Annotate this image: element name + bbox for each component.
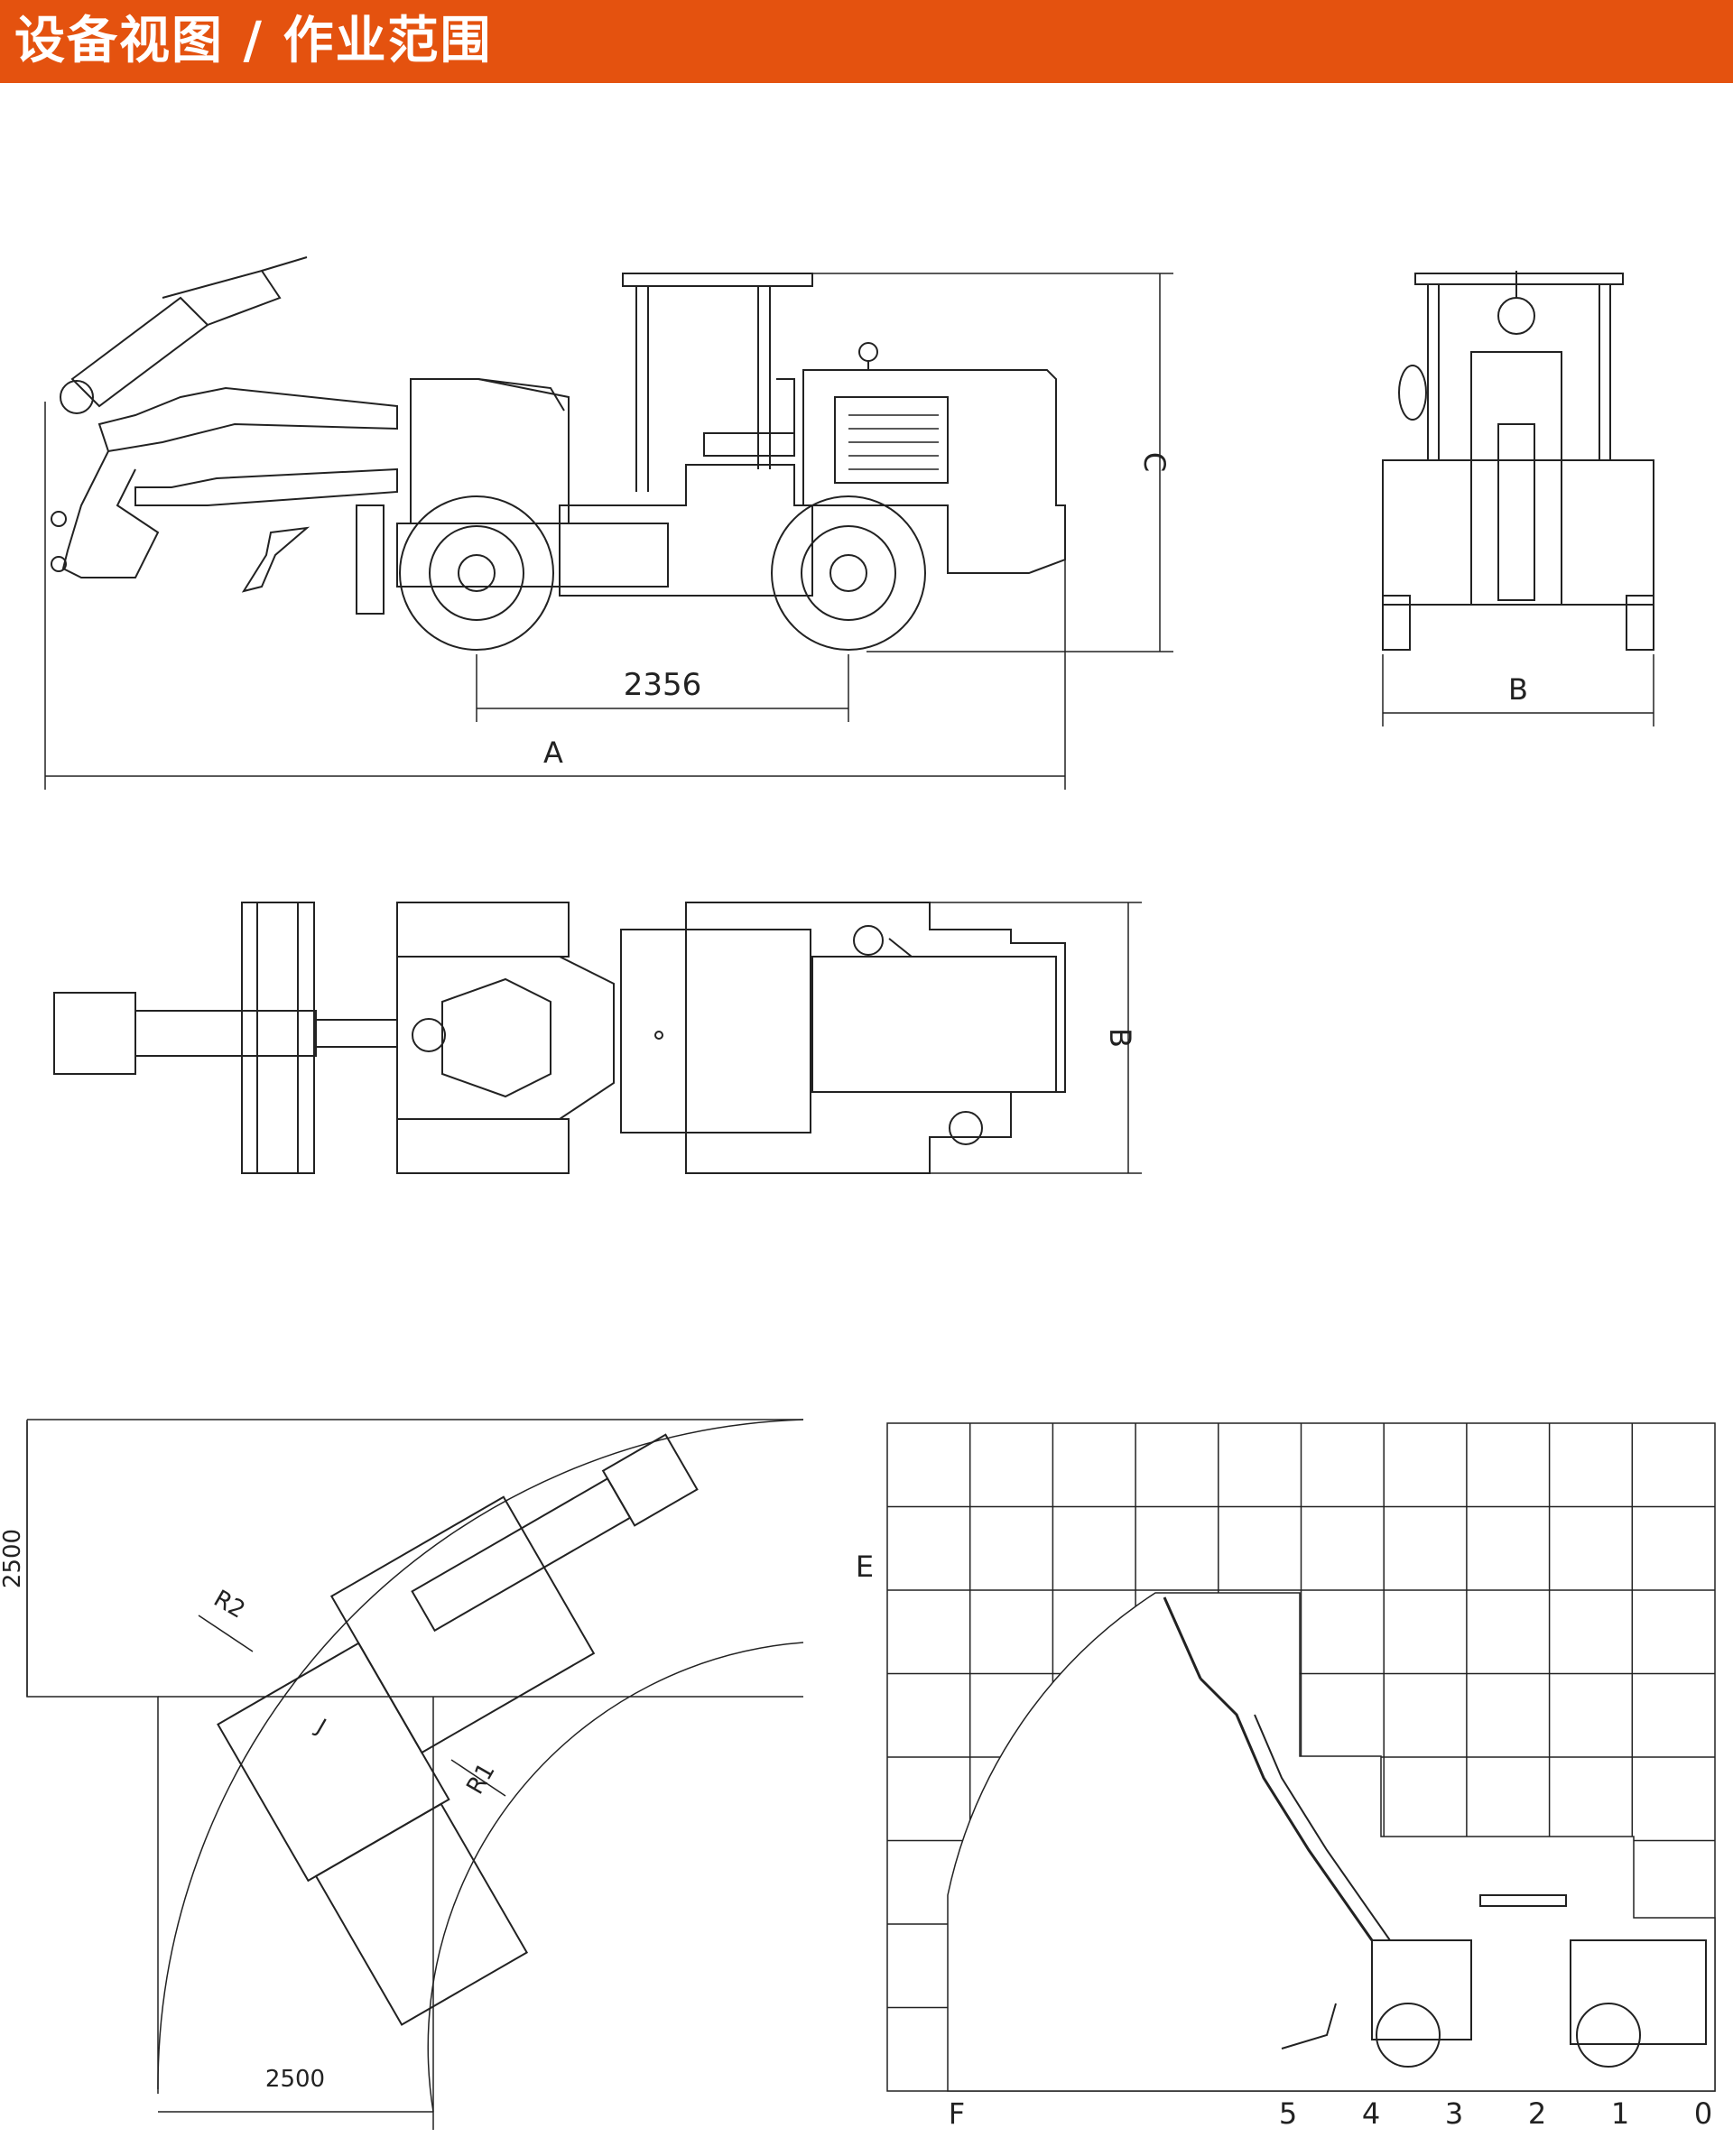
corridor-width-vertical-label: 2500 [0,1529,26,1588]
side-view [44,256,1173,790]
turning-view [26,1419,804,2130]
max-reach-label: F [949,2096,965,2131]
turning-angle-label: J [310,1713,330,1739]
front-width-label: B [1508,672,1528,707]
scale-ticks: 5 4 3 2 1 0 [1279,2096,1712,2131]
working-range-view [886,1422,1716,2092]
scale-tick-label: 5 [1279,2096,1297,2131]
scale-tick-label: 0 [1694,2096,1712,2131]
scale-tick-label: 2 [1528,2096,1546,2131]
overall-height-label: C [1137,452,1172,472]
scale-tick-label: 3 [1445,2096,1463,2131]
wheelbase-dimension-label: 2356 [624,667,702,703]
corridor-width-horizontal-label: 2500 [265,2066,325,2093]
top-view [53,902,1142,1174]
front-view [1382,271,1654,726]
page-header: 设备视图 / 作业范围 [0,0,1733,83]
page-title: 设备视图 / 作业范围 [14,12,493,70]
max-height-label: E [856,1550,874,1584]
technical-drawing: 2356 A C B [0,256,1716,2131]
outer-radius-label: R2 [209,1585,250,1624]
scale-tick-label: 1 [1611,2096,1629,2131]
top-width-label: B [1103,1028,1137,1048]
inner-radius-label: R1 [461,1759,500,1800]
overall-length-label: A [543,736,563,770]
scale-tick-label: 4 [1362,2096,1380,2131]
